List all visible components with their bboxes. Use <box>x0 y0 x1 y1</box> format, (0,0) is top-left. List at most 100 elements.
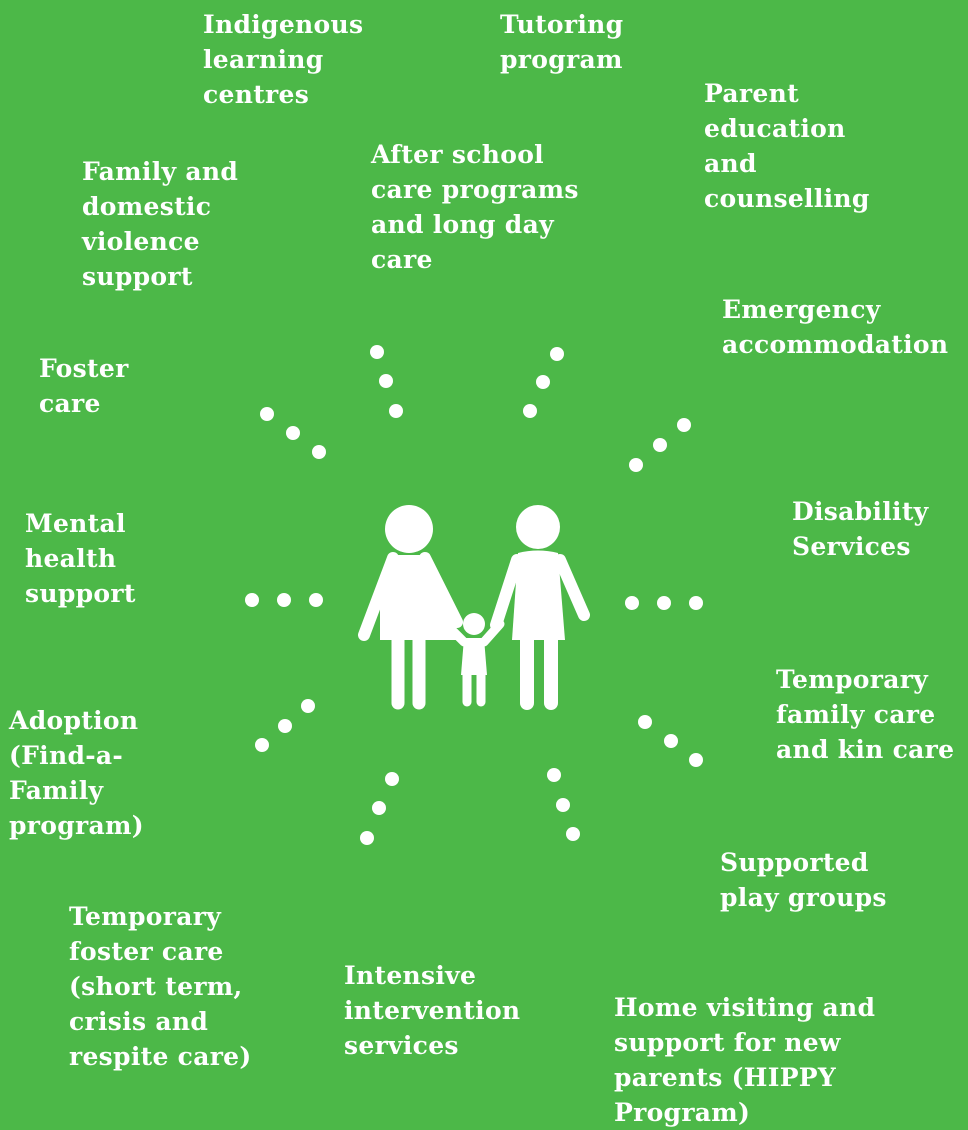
label-line: health <box>25 544 117 573</box>
service-label-mental-health: Mental health support <box>25 506 136 611</box>
label-line: care <box>39 389 101 418</box>
connector-dot <box>664 734 678 748</box>
connector-dot <box>689 753 703 767</box>
service-label-tutoring: Tutoring program <box>500 7 623 77</box>
woman-right-arm <box>419 552 463 628</box>
service-label-indigenous: Indigenous learning centres <box>203 7 363 112</box>
label-line: crisis and <box>69 1007 209 1036</box>
label-line: and long day <box>371 210 554 239</box>
connector-dot <box>547 768 561 782</box>
label-line: respite care) <box>69 1042 252 1071</box>
service-label-disability: Disability Services <box>792 494 929 564</box>
label-line: centres <box>203 80 310 109</box>
man-torso <box>512 550 565 640</box>
service-label-home-visiting: Home visiting and support for new parent… <box>614 990 875 1130</box>
service-label-temporary-foster: Temporary foster care (short term, crisi… <box>69 899 252 1074</box>
woman-left-arm <box>358 552 399 641</box>
label-line: Services <box>792 532 911 561</box>
connector-dot <box>556 798 570 812</box>
label-line: Tutoring <box>500 10 624 39</box>
service-label-parent-education: Parent education and counselling <box>704 76 870 216</box>
connector-dot <box>550 347 564 361</box>
label-line: Adoption <box>9 706 139 735</box>
service-label-foster: Foster care <box>39 351 129 421</box>
connector-dot <box>379 374 393 388</box>
label-line: program <box>500 45 623 74</box>
connector-dot <box>245 593 259 607</box>
label-line: support <box>25 579 136 608</box>
service-label-family-violence: Family and domestic violence support <box>82 154 238 294</box>
label-line: education <box>704 114 846 143</box>
connector-dot <box>370 345 384 359</box>
label-line: Intensive <box>344 961 477 990</box>
label-line: counselling <box>704 184 870 213</box>
connector-dot <box>255 738 269 752</box>
label-line: (Find-a- <box>9 741 124 770</box>
service-label-supported-play: Supported play groups <box>720 845 887 915</box>
woman-dress <box>380 555 458 640</box>
child-right-arm <box>479 619 505 647</box>
label-line: support for new <box>614 1028 841 1057</box>
label-line: Program) <box>614 1098 751 1127</box>
label-line: accommodation <box>722 330 949 359</box>
label-line: After school <box>371 140 544 169</box>
connector-dot <box>566 827 580 841</box>
man-head <box>516 505 560 549</box>
label-line: Mental <box>25 509 126 538</box>
label-line: Supported <box>720 848 869 877</box>
label-line: Emergency <box>722 295 881 324</box>
label-line: care programs <box>371 175 579 204</box>
connector-dot <box>638 715 652 729</box>
connector-dot <box>360 831 374 845</box>
woman-head <box>385 505 433 553</box>
service-label-emergency: Emergency accommodation <box>722 292 948 362</box>
label-line: family care <box>776 700 936 729</box>
service-label-intensive: Intensive intervention services <box>344 958 520 1063</box>
connector-dot <box>677 418 691 432</box>
label-line: services <box>344 1031 459 1060</box>
label-line: Parent <box>704 79 799 108</box>
service-label-adoption: Adoption (Find-a- Family program) <box>9 703 144 843</box>
label-line: and kin care <box>776 735 955 764</box>
label-line: support <box>82 262 193 291</box>
connector-dot <box>372 801 386 815</box>
label-line: Temporary <box>776 665 929 694</box>
label-line: Temporary <box>69 902 222 931</box>
label-line: Foster <box>39 354 129 383</box>
connector-dot <box>277 593 291 607</box>
connector-dot <box>523 404 537 418</box>
connector-dot <box>312 445 326 459</box>
label-line: violence <box>82 227 200 256</box>
connector-dot <box>657 596 671 610</box>
label-line: Family and <box>82 157 239 186</box>
connector-dot <box>629 458 643 472</box>
connector-dot <box>625 596 639 610</box>
label-line: play groups <box>720 883 887 912</box>
connector-dot <box>286 426 300 440</box>
connector-dot <box>385 772 399 786</box>
connector-dot <box>653 438 667 452</box>
label-line: program) <box>9 811 144 840</box>
label-line: parents (HIPPY <box>614 1063 837 1092</box>
label-line: Indigenous <box>203 10 364 39</box>
label-line: (short term, <box>69 972 243 1001</box>
connector-dot <box>536 375 550 389</box>
connector-dot <box>278 719 292 733</box>
connector-dot <box>260 407 274 421</box>
child-head <box>463 613 485 635</box>
label-line: intervention <box>344 996 521 1025</box>
label-line: domestic <box>82 192 212 221</box>
service-label-after-school: After school care programs and long day … <box>371 137 579 277</box>
label-line: learning <box>203 45 324 74</box>
man-right-arm <box>554 554 590 621</box>
child-left-arm <box>441 619 469 647</box>
connector-dot <box>389 404 403 418</box>
label-line: Home visiting and <box>614 993 876 1022</box>
connector-dot <box>309 593 323 607</box>
service-label-temporary-family: Temporary family care and kin care <box>776 662 954 767</box>
label-line: Family <box>9 776 104 805</box>
label-line: Disability <box>792 497 929 526</box>
man-left-arm <box>490 554 523 631</box>
